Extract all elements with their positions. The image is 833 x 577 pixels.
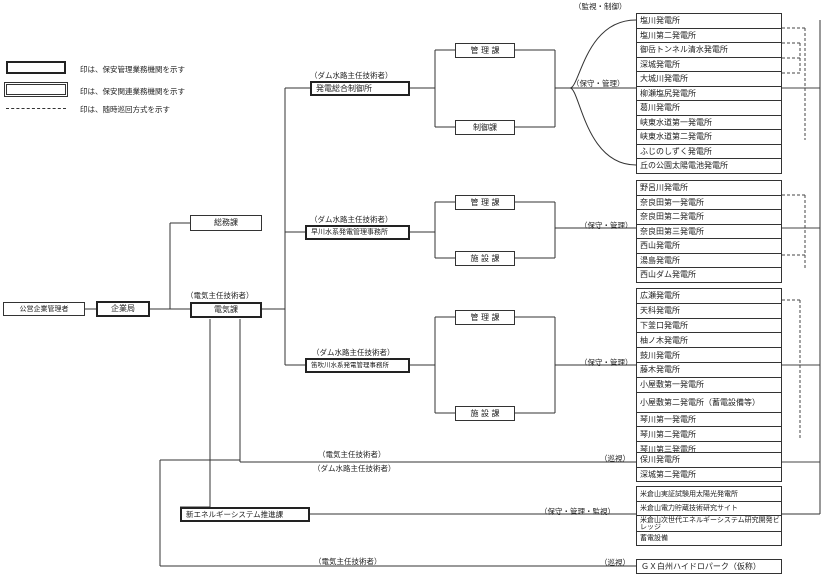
station-box: 峡東水道第二発電所 bbox=[636, 130, 782, 145]
hayakawa-note: （保守・管理） bbox=[580, 221, 633, 230]
fuefuki-setsubi-box: 施 設 課 bbox=[455, 406, 515, 421]
hayakawa-kanri-box: 管 理 課 bbox=[455, 195, 515, 210]
station-box: 下釜口発電所 bbox=[636, 318, 782, 334]
station-box: 保川発電所 bbox=[636, 452, 782, 468]
station-box: 湯島発電所 bbox=[636, 253, 782, 268]
station-box: 柳瀬塩尻発電所 bbox=[636, 86, 782, 101]
station-box: 丘の公園太陽電池発電所 bbox=[636, 159, 782, 174]
station-box: 小屋敷第二発電所（蓄電設備等） bbox=[636, 392, 782, 413]
hayakawa-office-box: 早川水系発電管理事務所 bbox=[305, 225, 410, 240]
station-box: 柚ノ木発電所 bbox=[636, 333, 782, 349]
station-box: 琴川第二発電所 bbox=[636, 427, 782, 443]
station-box: 琴川第一発電所 bbox=[636, 412, 782, 428]
legend-swatch-dashed bbox=[6, 108, 66, 109]
station-box: 西山ダム発電所 bbox=[636, 268, 782, 283]
direct-note: （巡視） bbox=[600, 454, 630, 463]
legend-text-double: 印は、保安関連業務機関を示す bbox=[80, 87, 185, 96]
gx-role: （電気主任技術者） bbox=[314, 557, 382, 566]
direct-role-2: （ダム水路主任技術者） bbox=[313, 464, 396, 473]
control-kanri-box: 管 理 課 bbox=[455, 43, 515, 58]
control-office-role: （ダム水路主任技術者） bbox=[310, 71, 393, 80]
fuefuki-note: （保守・管理） bbox=[580, 358, 633, 367]
fuefuki-office-box: 笛吹川水系発電管理事務所 bbox=[305, 358, 410, 373]
electric-division-box: 電気課 bbox=[190, 302, 262, 318]
energy-note: （保守・管理・監視） bbox=[540, 507, 615, 516]
control-note-top: （監視・制御） bbox=[574, 2, 627, 11]
gx-box: ＧＸ白州ハイドロパーク（仮称） bbox=[636, 559, 782, 574]
station-box: 御岳トンネル清水発電所 bbox=[636, 43, 782, 58]
energy-division-box: 新エネルギーシステム推進課 bbox=[180, 507, 310, 522]
direct-role-1: （電気主任技術者） bbox=[318, 450, 386, 459]
station-box: 深城第二発電所 bbox=[636, 467, 782, 482]
legend-swatch-double bbox=[6, 84, 66, 95]
fuefuki-role: （ダム水路主任技術者） bbox=[312, 348, 395, 357]
control-note-mid: （保守・管理） bbox=[572, 79, 625, 88]
electric-chief-label: （電気主任技術者） bbox=[186, 291, 254, 300]
station-box: 塩川第二発電所 bbox=[636, 28, 782, 43]
bureau-box: 企業局 bbox=[96, 301, 150, 317]
station-box: 葛川発電所 bbox=[636, 101, 782, 116]
station-box: 米倉山実証試験用太陽光発電所 bbox=[636, 486, 782, 502]
general-affairs-box: 総務課 bbox=[190, 215, 262, 231]
fuefuki-kanri-box: 管 理 課 bbox=[455, 310, 515, 325]
station-box: 広瀬発電所 bbox=[636, 288, 782, 304]
station-box: ふじのしずく発電所 bbox=[636, 144, 782, 159]
control-seigyo-box: 制御課 bbox=[455, 120, 515, 135]
station-box: 深城発電所 bbox=[636, 57, 782, 72]
gx-note: （巡視） bbox=[600, 558, 630, 567]
station-box: 天科発電所 bbox=[636, 303, 782, 319]
station-box: 蓄電設備 bbox=[636, 532, 782, 546]
council-box: 公営企業管理者 bbox=[3, 302, 85, 316]
station-box: 藤木発電所 bbox=[636, 363, 782, 378]
control-office-box: 発電総合制御所 bbox=[310, 81, 410, 96]
station-box: 塩川発電所 bbox=[636, 13, 782, 29]
station-box: 奈良田第三発電所 bbox=[636, 224, 782, 239]
legend-text-thick: 印は、保安管理業務機関を示す bbox=[80, 65, 185, 74]
station-box: 奈良田第二発電所 bbox=[636, 210, 782, 225]
station-box: 米倉山電力貯蔵技術研究サイト bbox=[636, 502, 782, 516]
station-box: 西山発電所 bbox=[636, 239, 782, 254]
station-box: 鼓川発電所 bbox=[636, 348, 782, 363]
legend-text-dashed: 印は、随時巡回方式を示す bbox=[80, 105, 170, 114]
station-box: 峡東水道第一発電所 bbox=[636, 115, 782, 130]
legend-swatch-thick bbox=[6, 61, 66, 74]
station-box: 大城川発電所 bbox=[636, 72, 782, 87]
station-box: 奈良田第一発電所 bbox=[636, 195, 782, 210]
station-box: 野呂川発電所 bbox=[636, 180, 782, 196]
hayakawa-role: （ダム水路主任技術者） bbox=[310, 215, 393, 224]
station-box: 小屋敷第一発電所 bbox=[636, 377, 782, 393]
hayakawa-setsubi-box: 施 設 課 bbox=[455, 251, 515, 266]
station-box: 米倉山次世代エネルギーシステム研究開発ビレッジ bbox=[636, 516, 782, 532]
